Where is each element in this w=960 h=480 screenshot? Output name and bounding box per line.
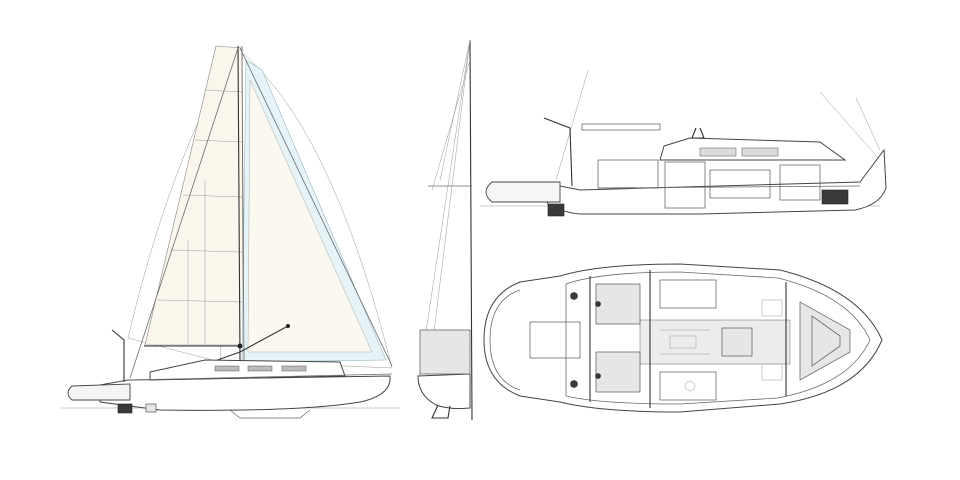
sheer-line: [129, 373, 393, 381]
profile-backstay: [555, 69, 881, 181]
plan-deck-edge: [565, 271, 871, 405]
outboard: [117, 403, 133, 414]
gooseneck: [237, 343, 243, 349]
bow-shrouds: [417, 39, 471, 386]
plan-aft-cabin-stbd: [595, 351, 641, 393]
jib-inner: [247, 79, 373, 353]
bow-cabin: [419, 329, 471, 375]
bow-mast: [469, 39, 473, 421]
deck-house: [149, 359, 346, 381]
bow-hull: [417, 373, 471, 410]
backstay: [129, 47, 239, 379]
sail-plan-side-view: [60, 45, 400, 419]
profile-ports: [699, 147, 779, 157]
plan-aft-cabin-port: [595, 283, 641, 325]
pushpit: [111, 329, 125, 382]
plan-v-berth: [799, 301, 851, 381]
plan-cockpit: [529, 321, 581, 359]
block: [286, 324, 290, 328]
profile-pushpit: [543, 117, 573, 187]
profile-section-view: [480, 69, 887, 217]
bow-view: [417, 39, 473, 421]
mainsail-battens: [157, 89, 243, 345]
plan-stern-tube: [489, 289, 521, 391]
profile-tube: [485, 181, 561, 203]
plan-winches: [570, 292, 601, 388]
bow-keel: [431, 404, 451, 419]
rudder: [145, 403, 157, 413]
plan-saloon-floor: [639, 319, 791, 365]
plan-galley: [659, 279, 717, 309]
profile-bimini: [581, 123, 661, 131]
forestay: [239, 47, 393, 367]
inflatable-tube: [67, 383, 131, 401]
plan-heads: [659, 371, 717, 401]
keel: [229, 409, 311, 419]
plan-bulkheads: [589, 270, 787, 408]
plan-fittings: [660, 299, 783, 392]
cabin-windows: [214, 365, 307, 372]
hull-side: [99, 375, 391, 411]
interior-plan-view: [483, 263, 883, 413]
plan-v-berth-inner: [811, 315, 841, 367]
mast: [237, 45, 241, 363]
profile-outboard: [547, 203, 565, 217]
profile-interior: [597, 159, 861, 209]
mast-rear: [241, 45, 245, 363]
plan-nav-table: [721, 327, 753, 357]
profile-mast-step: [691, 127, 705, 139]
